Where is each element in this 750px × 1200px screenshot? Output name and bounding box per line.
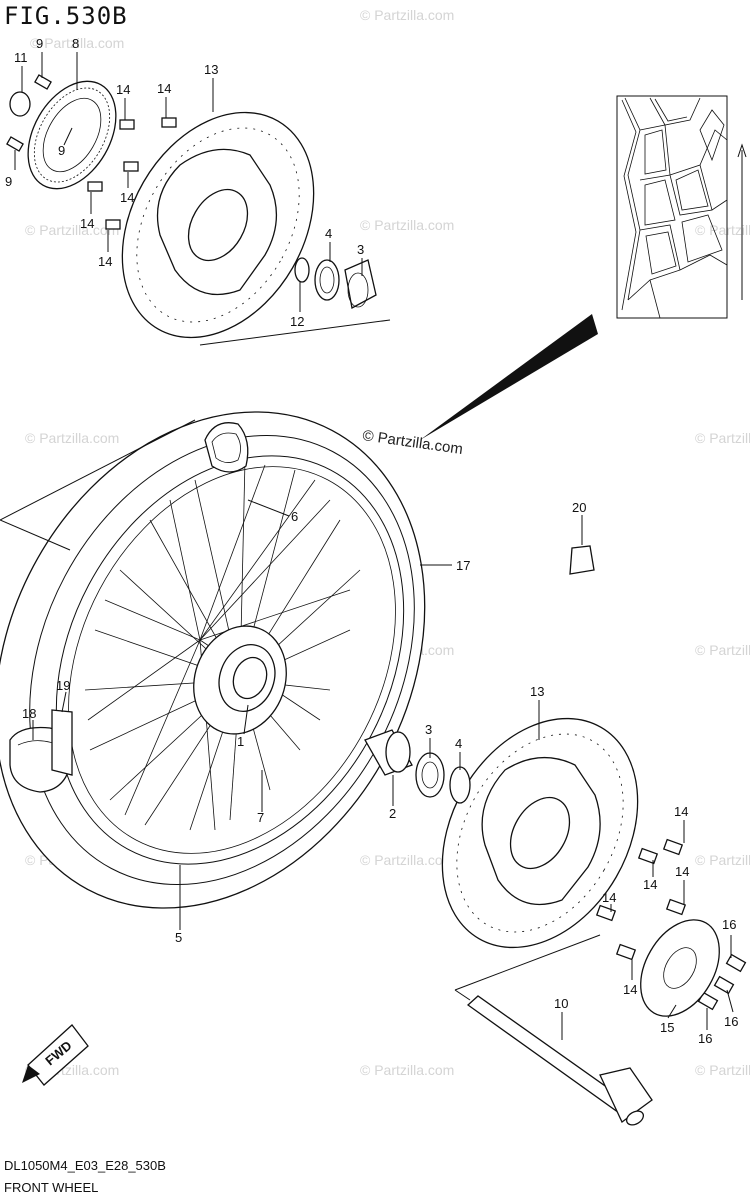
callout-14: 14 (116, 82, 130, 97)
abs-sensor-ring (27, 80, 117, 190)
callout-14: 14 (643, 877, 657, 892)
callout-9: 9 (36, 36, 43, 51)
upper-hub-spacers (294, 257, 377, 309)
callout-20: 20 (572, 500, 586, 515)
callout-7: 7 (257, 810, 264, 825)
front-axle (466, 995, 653, 1126)
callout-14: 14 (602, 890, 616, 905)
brake-disc-upper (121, 111, 315, 339)
brake-disc-lower (441, 717, 639, 949)
callout-10: 10 (554, 996, 568, 1011)
callout-3: 3 (425, 722, 432, 737)
watermark: © Partzilla.com (25, 222, 119, 238)
callout-2: 2 (389, 806, 396, 821)
callout-11: 11 (14, 50, 28, 65)
callout-labels: 9 8 11 9 9 14 14 14 14 14 13 4 3 12 6 17… (5, 36, 738, 1046)
watermark: © Partzilla.com (360, 217, 454, 233)
callout-12: 12 (290, 314, 304, 329)
callout-1: 1 (237, 734, 244, 749)
callout-15: 15 (660, 1020, 674, 1035)
pointer-wedge (420, 314, 598, 440)
watermark: © Partzilla.com (360, 1062, 454, 1078)
watermark: © Partzilla.com (360, 7, 454, 23)
watermark: © Partzilla.com (695, 852, 750, 868)
valve-cover (204, 422, 249, 473)
watermark: © Partzilla.com (25, 430, 119, 446)
callout-9: 9 (58, 143, 65, 158)
callout-14: 14 (623, 982, 637, 997)
callout-13: 13 (530, 684, 544, 699)
callout-16: 16 (722, 917, 736, 932)
watermark: © Partzilla.com (695, 1062, 750, 1078)
cover-plate (640, 919, 720, 1017)
callout-14: 14 (674, 804, 688, 819)
callout-14: 14 (80, 216, 94, 231)
watermark: © Partzilla.com (360, 852, 454, 868)
callout-3: 3 (357, 242, 364, 257)
tread-pattern-inset (616, 95, 747, 319)
callout-16: 16 (724, 1014, 738, 1029)
upper-bolts (6, 74, 177, 230)
figure-code: DL1050M4_E03_E28_530B (4, 1158, 166, 1173)
callout-13: 13 (204, 62, 218, 77)
callout-14: 14 (120, 190, 134, 205)
callout-19: 19 (56, 678, 70, 693)
front-wheel (0, 411, 426, 909)
figure-title: FIG.530B (4, 2, 128, 30)
valve-parts (9, 709, 73, 793)
leader-lines (0, 52, 734, 1040)
watermark: © Partzilla.com (695, 430, 750, 446)
callout-5: 5 (175, 930, 182, 945)
callout-18: 18 (22, 706, 36, 721)
callout-9: 9 (5, 174, 12, 189)
callout-4: 4 (455, 736, 462, 751)
watermark: © Partzilla.com (30, 35, 124, 51)
fwd-arrow-icon: FWD (22, 1024, 89, 1086)
callout-17: 17 (456, 558, 470, 573)
part-20-weight (569, 545, 595, 575)
callout-4: 4 (325, 226, 332, 241)
callout-14: 14 (675, 864, 689, 879)
callout-6: 6 (291, 509, 298, 524)
callout-14: 14 (157, 81, 171, 96)
figure-name: FRONT WHEEL (4, 1180, 99, 1195)
watermark: © Partzilla.com (695, 642, 750, 658)
callout-16: 16 (698, 1031, 712, 1046)
callout-8: 8 (72, 36, 79, 51)
lower-hub-spacers (364, 729, 471, 804)
watermark-center: © Partzilla.com (361, 427, 463, 458)
lower-bolts (595, 838, 747, 1011)
callout-14: 14 (98, 254, 112, 269)
watermark: © Partzilla.com (695, 222, 750, 238)
